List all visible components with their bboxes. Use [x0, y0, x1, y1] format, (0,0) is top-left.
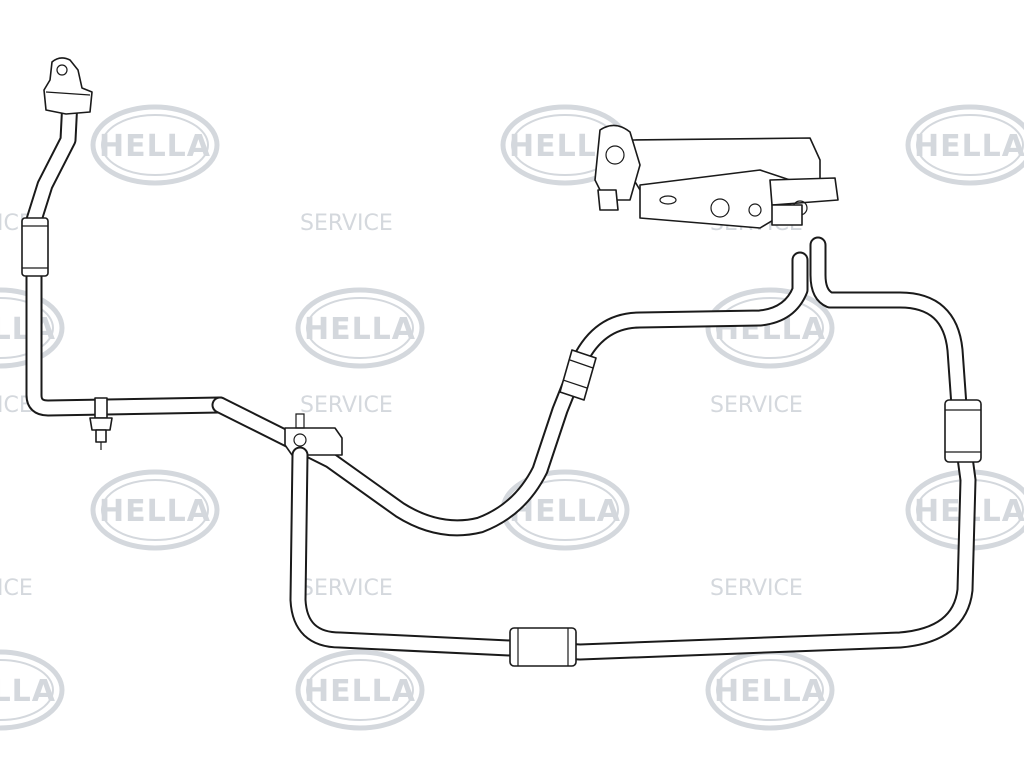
ac-hose-assembly: [21, 57, 982, 667]
service-valve: [89, 397, 113, 450]
hella-logo-watermark: HELLA: [295, 287, 425, 369]
hella-logo-watermark: HELLA: [500, 469, 630, 551]
junction-bracket: [284, 413, 343, 456]
hella-logo-watermark: HELLA: [705, 649, 835, 731]
hella-logo-watermark: HELLA: [705, 287, 835, 369]
service-watermark-text: SERVICE: [300, 393, 393, 418]
hella-logo-watermark: HELLA: [0, 649, 65, 731]
hella-logo-watermark: HELLA: [90, 469, 220, 551]
hella-logo-text: HELLA: [714, 674, 826, 709]
service-watermark-text: SERVICE: [300, 576, 393, 601]
service-watermark-text: SERVICE: [0, 576, 33, 601]
hella-logo-text: HELLA: [304, 674, 416, 709]
hella-logo-text: HELLA: [914, 129, 1024, 164]
hella-logo-text: HELLA: [304, 312, 416, 347]
left-hose-line: [25, 91, 229, 417]
hella-logo-watermark: HELLA: [295, 649, 425, 731]
lower-loop-hose: [289, 236, 977, 661]
service-watermark-text: SERVICE: [710, 576, 803, 601]
hella-logo-watermark: HELLA: [905, 104, 1024, 186]
hella-logo-text: HELLA: [99, 494, 211, 529]
hella-logo-watermark: HELLA: [90, 104, 220, 186]
upper-s-hose: [211, 251, 809, 537]
service-watermark-text: SERVICE: [300, 211, 393, 236]
hella-logo-text: HELLA: [99, 129, 211, 164]
right-crimp-sleeve: [944, 399, 982, 463]
left-crimp-sleeve: [21, 217, 49, 277]
service-watermark-text: SERVICE: [710, 393, 803, 418]
top-eye-fitting: [43, 57, 93, 115]
lower-crimp-sleeve: [509, 627, 577, 667]
manifold-block: [594, 124, 839, 229]
hella-logo-text: HELLA: [0, 674, 56, 709]
mid-crimp-sleeve: [559, 349, 597, 401]
